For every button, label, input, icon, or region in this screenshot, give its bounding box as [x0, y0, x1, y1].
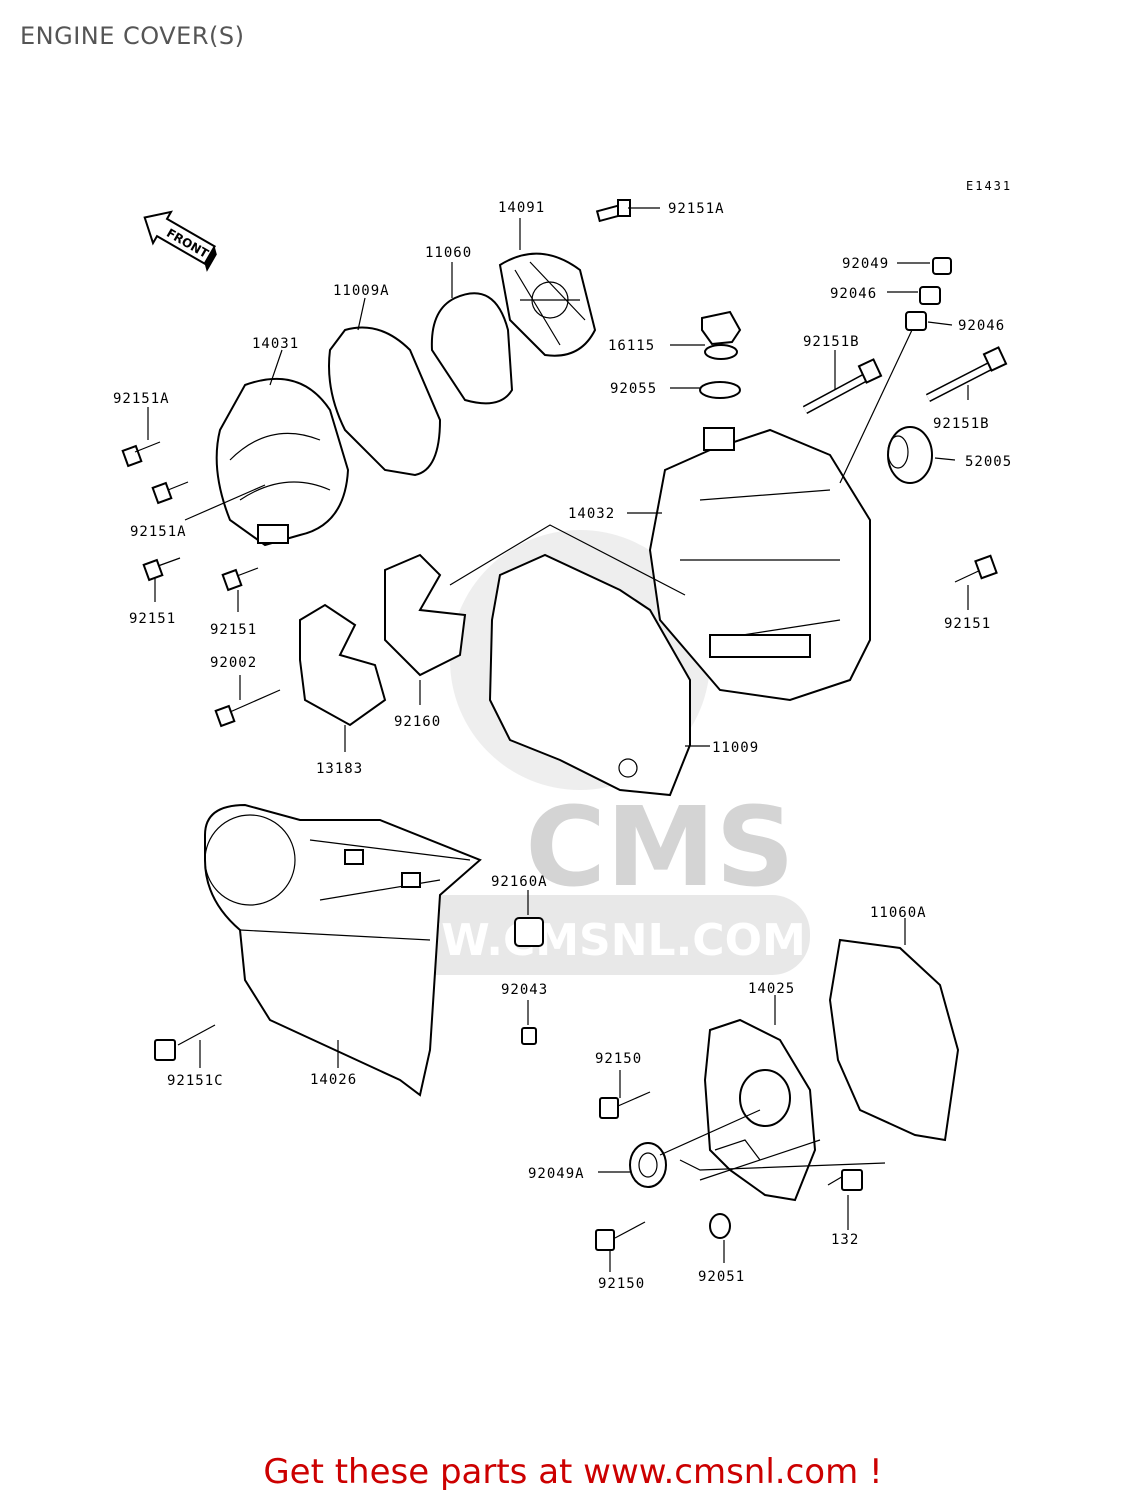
bolt-92151a-mid — [151, 481, 189, 505]
part-92046-b — [905, 311, 927, 331]
label-13183: 13183 — [316, 761, 363, 777]
label-92151a-mid: 92151A — [130, 524, 187, 540]
part-labels: 14091 92151A 11060 11009A 92049 92046 92… — [113, 200, 1012, 1292]
oring-92055 — [699, 381, 741, 399]
gasket-11060 — [430, 292, 514, 405]
bolt-92151-mid — [221, 567, 259, 592]
label-92151-right: 92151 — [944, 616, 991, 632]
bolt-92150-a — [599, 1091, 651, 1119]
part-92160 — [384, 553, 467, 677]
part-14031 — [215, 377, 350, 547]
label-16115: 16115 — [608, 338, 655, 354]
part-92160a — [514, 917, 544, 947]
bolt-92151-right — [954, 554, 998, 583]
label-14091: 14091 — [498, 200, 545, 216]
pin-92043 — [521, 1027, 537, 1045]
label-52005: 52005 — [965, 454, 1012, 470]
label-92051: 92051 — [698, 1269, 745, 1285]
gasket-11009 — [488, 553, 691, 797]
label-92046-a: 92046 — [830, 286, 877, 302]
front-arrow-icon: FRONT — [143, 210, 217, 272]
label-92151b-a: 92151B — [803, 334, 860, 350]
gasket-11060a — [828, 938, 960, 1142]
part-92046-a — [919, 286, 941, 305]
label-92160: 92160 — [394, 714, 441, 730]
part-92049 — [932, 257, 952, 275]
page-title: ENGINE COVER(S) — [20, 22, 245, 50]
label-11009: 11009 — [712, 740, 759, 756]
label-14026: 14026 — [310, 1072, 357, 1088]
bolt-92151a-top — [595, 199, 631, 223]
bolt-92151a-left — [121, 441, 161, 468]
part-16115 — [701, 310, 742, 360]
part-14091 — [498, 252, 597, 357]
label-14032: 14032 — [568, 506, 615, 522]
label-92151a-top: 92151A — [668, 201, 725, 217]
label-92151c: 92151C — [167, 1073, 224, 1089]
label-11060: 11060 — [425, 245, 472, 261]
part-14026 — [204, 803, 482, 1097]
footer-link[interactable]: Get these parts at www.cmsnl.com ! — [263, 1452, 883, 1492]
bolt-92151b-b — [925, 346, 1008, 403]
part-13183 — [299, 603, 387, 727]
bolt-92002 — [214, 689, 281, 728]
part-14032 — [648, 427, 871, 702]
diagram-code: E1431 — [966, 179, 1012, 193]
bolt-132 — [827, 1169, 863, 1191]
seal-92049a — [629, 1142, 667, 1188]
label-92049: 92049 — [842, 256, 889, 272]
label-92043: 92043 — [501, 982, 548, 998]
bolt-92150-b — [595, 1221, 646, 1251]
label-92151b-b: 92151B — [933, 416, 990, 432]
bolt-92151-left — [142, 557, 181, 582]
parts-diagram: CMS WWW.CMSNL.COM E1431 FRONT — [113, 179, 1012, 1292]
label-92046-b: 92046 — [958, 318, 1005, 334]
oring-92051 — [709, 1213, 731, 1239]
label-92002: 92002 — [210, 655, 257, 671]
bearing-52005 — [887, 426, 933, 484]
label-11060a: 11060A — [870, 905, 927, 921]
label-11009a: 11009A — [333, 283, 390, 299]
label-92049a: 92049A — [528, 1166, 585, 1182]
label-92150-b: 92150 — [598, 1276, 645, 1292]
label-14025: 14025 — [748, 981, 795, 997]
label-92151a-left: 92151A — [113, 391, 170, 407]
label-92151-left: 92151 — [129, 611, 176, 627]
watermark-brand: CMS — [525, 783, 794, 911]
label-92150-a: 92150 — [595, 1051, 642, 1067]
label-14031: 14031 — [252, 336, 299, 352]
label-132: 132 — [831, 1232, 859, 1248]
gasket-11009a — [328, 326, 442, 477]
bolt-92151b-a — [802, 358, 883, 414]
label-92160a: 92160A — [491, 874, 548, 890]
bolt-92151c — [154, 1024, 216, 1061]
gasket-11009-hole — [618, 758, 638, 778]
leader-lines — [147, 207, 969, 1272]
label-92151-mid: 92151 — [210, 622, 257, 638]
label-92055: 92055 — [610, 381, 657, 397]
